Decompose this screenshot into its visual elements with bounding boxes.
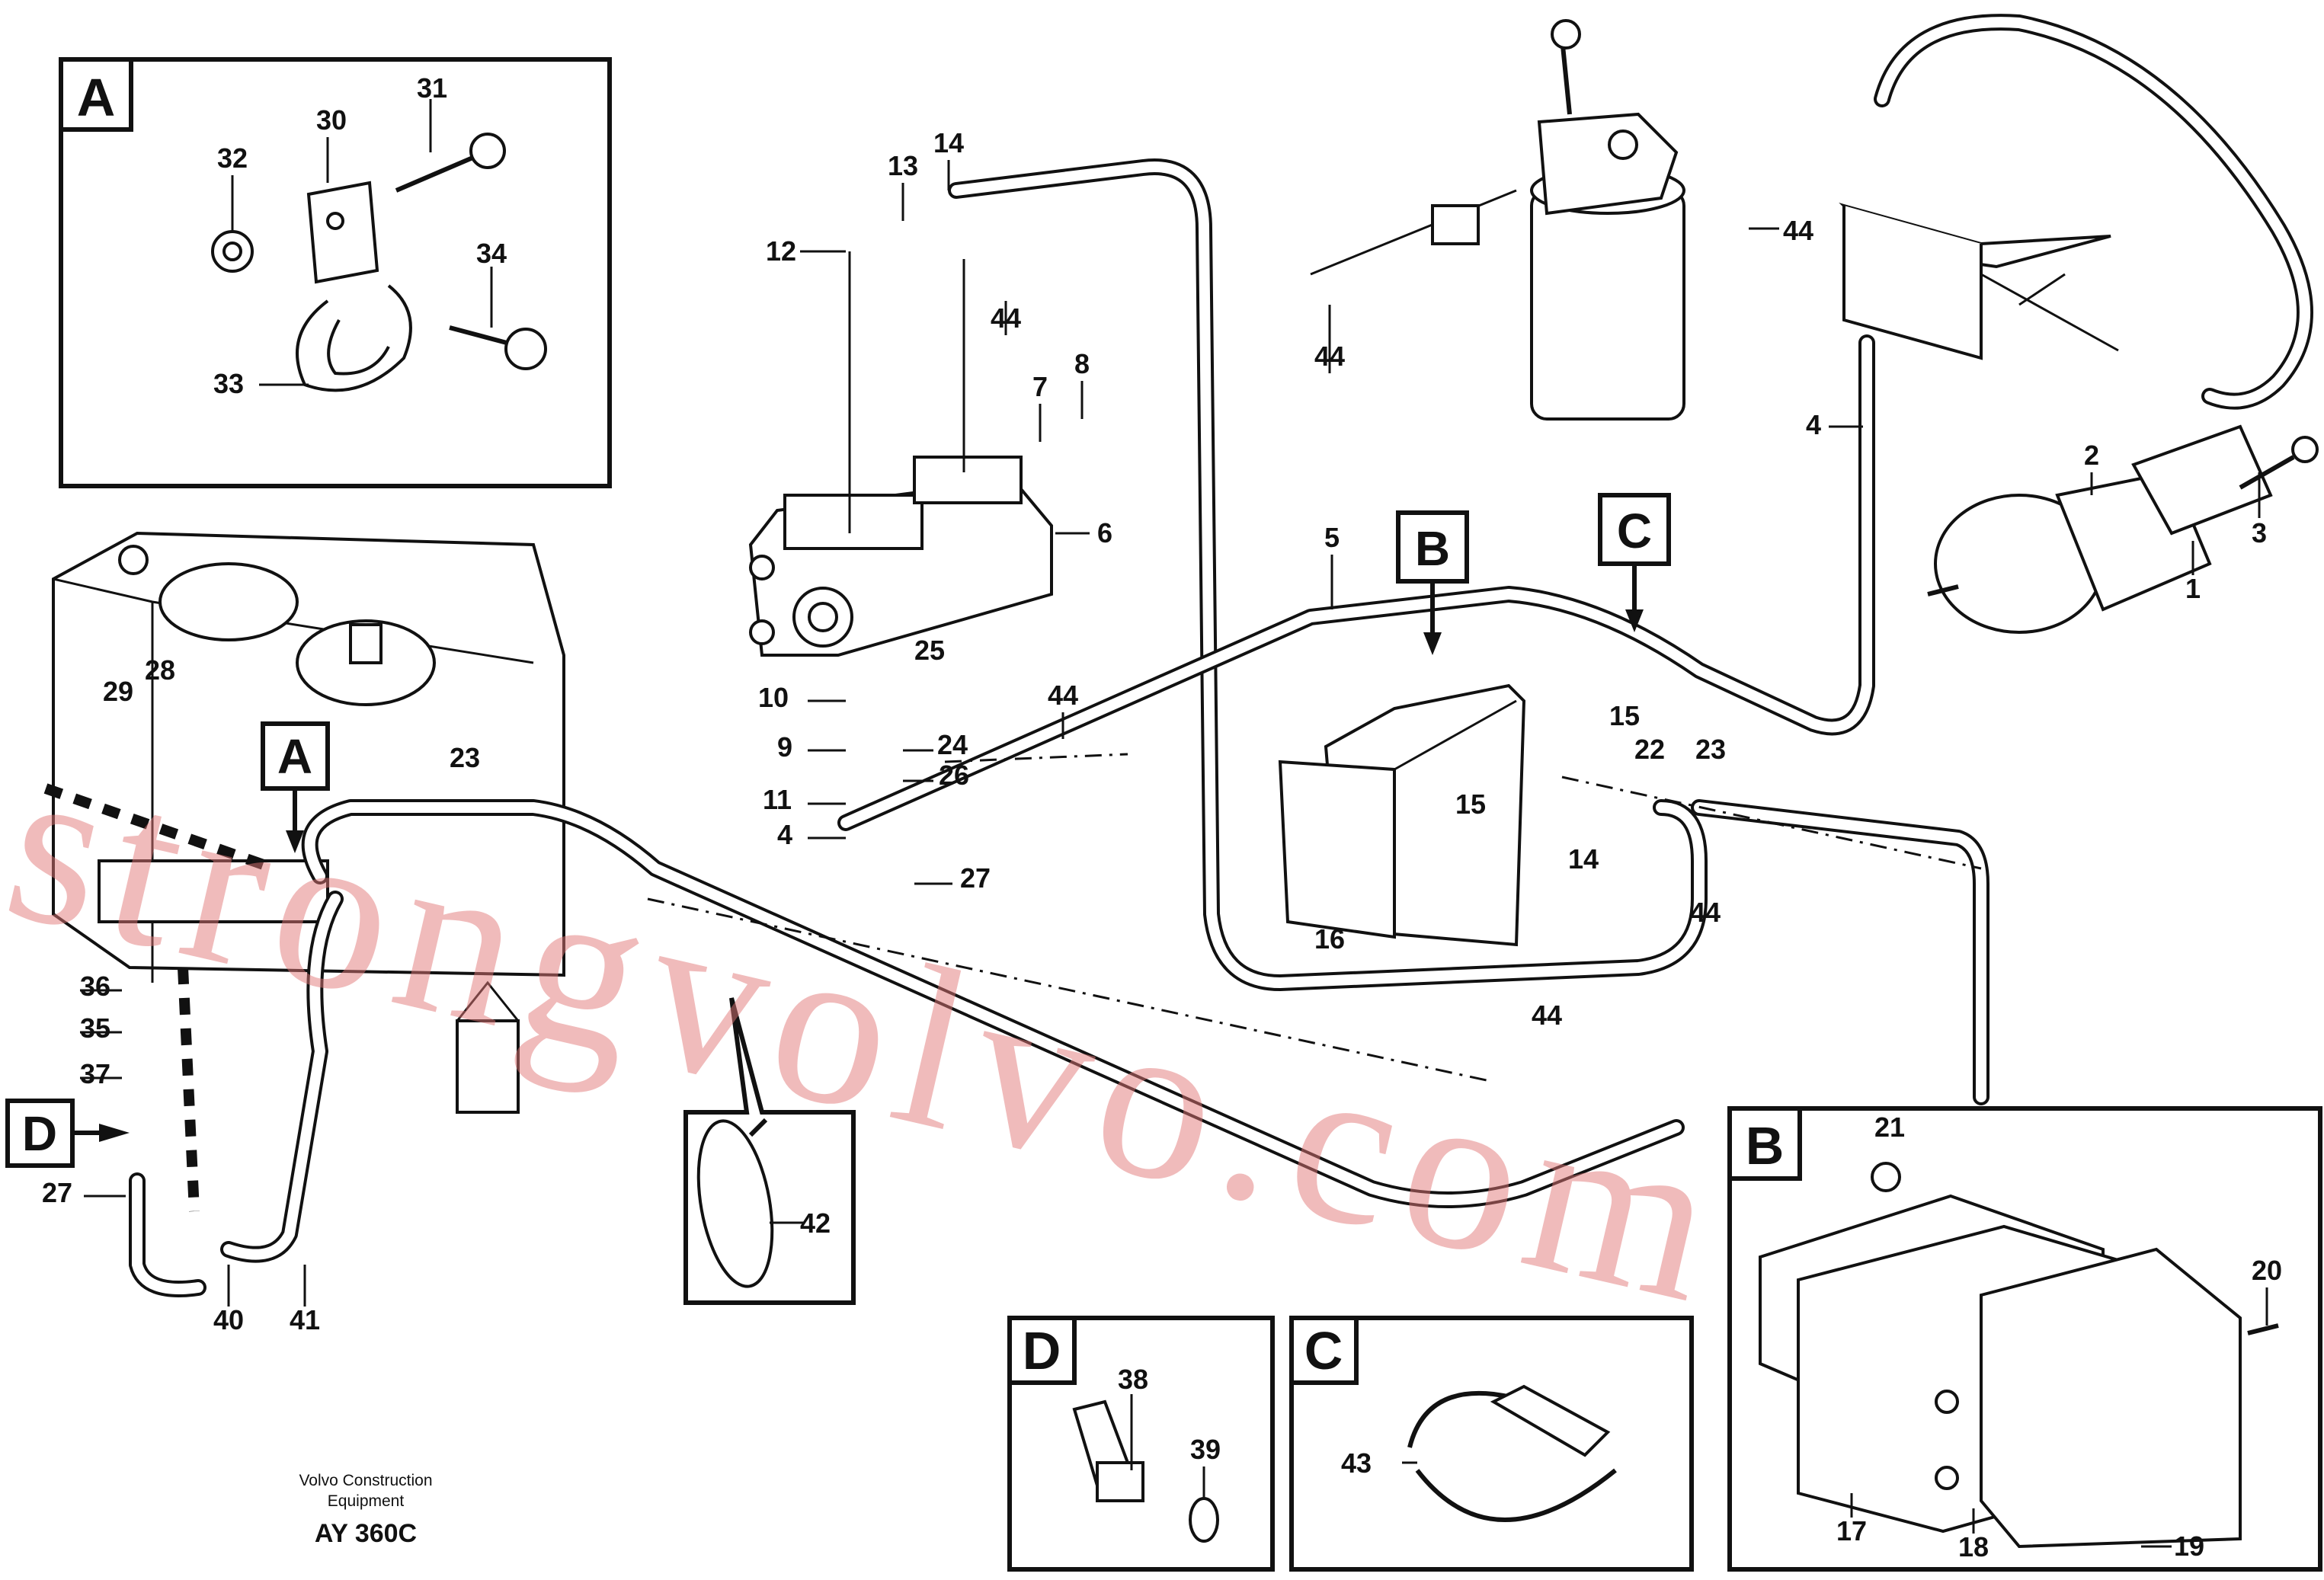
part-label-12: 12	[766, 235, 796, 267]
part-label-7: 7	[1032, 371, 1048, 402]
part-label-43: 43	[1341, 1447, 1372, 1479]
part-labels: 30 31 32 34 33 14 13 12 44 7 8 6 25 10 4…	[42, 72, 2282, 1562]
detail-box-a: A	[59, 57, 612, 488]
part-label-1: 1	[2185, 573, 2201, 604]
part-label-33: 33	[213, 368, 244, 399]
part-label-26: 26	[939, 760, 969, 791]
part-label-32: 32	[217, 142, 248, 174]
detail-box-b-letter: B	[1746, 1116, 1785, 1175]
part-label-34: 34	[476, 238, 507, 269]
cable-tie-callout	[683, 997, 856, 1305]
part-label-15a: 15	[1609, 700, 1640, 731]
part-label-13: 13	[888, 150, 918, 181]
part-label-37: 37	[80, 1058, 110, 1089]
part-label-31: 31	[417, 72, 447, 104]
part-label-18: 18	[1958, 1531, 1989, 1562]
part-label-41: 41	[290, 1304, 320, 1335]
part-label-42: 42	[800, 1207, 831, 1239]
hose-bracket	[1839, 203, 2119, 360]
part-label-6: 6	[1097, 517, 1112, 549]
footer-diagram-code: AY 360C	[314, 1519, 418, 1548]
part-label-3: 3	[2252, 517, 2267, 549]
callout-b: B	[1396, 510, 1469, 655]
part-label-9: 9	[777, 731, 792, 763]
callout-c-letter: C	[1617, 504, 1652, 558]
part-label-44b: 44	[1048, 680, 1078, 711]
callout-a: A	[261, 721, 330, 853]
pipes	[43, 14, 2313, 1297]
detail-box-c: C	[1289, 1316, 1694, 1572]
part-label-19: 19	[2174, 1530, 2204, 1562]
fan-motor	[1927, 424, 2319, 634]
callout-d-letter: D	[22, 1106, 57, 1161]
part-label-39: 39	[1190, 1434, 1221, 1465]
part-label-14a: 14	[933, 127, 964, 158]
part-label-4b: 4	[1806, 409, 1821, 440]
footer-company-line1: Volvo Construction	[299, 1472, 433, 1489]
part-label-2: 2	[2084, 440, 2099, 471]
callout-a-letter: A	[277, 729, 312, 784]
part-label-23a: 23	[450, 742, 480, 773]
hydraulic-pump	[748, 251, 1053, 657]
part-label-30: 30	[316, 104, 347, 136]
part-label-29: 29	[103, 676, 133, 707]
callout-b-letter: B	[1415, 521, 1450, 576]
part-label-35: 35	[80, 1012, 110, 1044]
part-label-14b: 14	[1568, 843, 1599, 875]
part-label-21: 21	[1874, 1111, 1905, 1143]
part-label-15b: 15	[1455, 788, 1486, 820]
part-label-16: 16	[1314, 923, 1345, 955]
detail-box-d-letter: D	[1023, 1321, 1061, 1380]
part-label-22: 22	[1634, 734, 1665, 765]
part-label-4a: 4	[777, 819, 792, 850]
leader-lines	[80, 160, 2268, 1548]
footer-caption: Volvo Construction Equipment AY 360C	[251, 1470, 480, 1549]
part-label-10: 10	[758, 682, 789, 713]
part-label-11: 11	[763, 784, 792, 815]
footer-company-line2: Equipment	[327, 1492, 405, 1510]
part-label-27b: 27	[42, 1177, 72, 1208]
detail-box-a-letter: A	[77, 68, 116, 127]
part-label-44d: 44	[1783, 215, 1813, 246]
part-label-38: 38	[1118, 1364, 1148, 1395]
part-label-20: 20	[2252, 1255, 2282, 1286]
detail-box-c-letter: C	[1304, 1321, 1343, 1380]
part-label-36: 36	[80, 971, 110, 1002]
part-label-24: 24	[937, 729, 968, 760]
part-label-27a: 27	[960, 862, 991, 894]
part-label-28: 28	[145, 654, 175, 686]
part-label-17: 17	[1836, 1515, 1867, 1546]
part-label-44e: 44	[1690, 897, 1721, 928]
callout-d: D	[5, 1099, 130, 1168]
callout-c: C	[1598, 493, 1671, 632]
part-label-40: 40	[213, 1304, 244, 1335]
oil-cooler	[1278, 683, 1526, 947]
hydraulic-tank	[52, 531, 565, 1114]
part-label-8: 8	[1074, 348, 1090, 379]
detail-box-d: D	[1007, 1316, 1275, 1572]
part-label-44f: 44	[1532, 999, 1562, 1031]
detail-box-b: B	[1727, 1106, 2322, 1572]
part-label-25: 25	[914, 635, 945, 666]
return-filter	[1310, 19, 1685, 421]
part-label-23b: 23	[1695, 734, 1726, 765]
part-label-5: 5	[1324, 522, 1340, 553]
